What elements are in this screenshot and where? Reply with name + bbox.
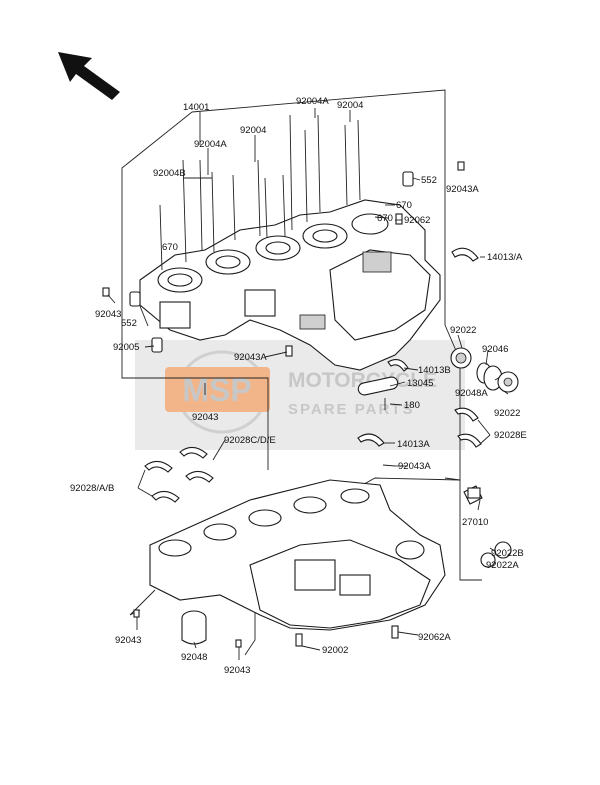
label-552-right: 552 [421,175,437,186]
label-92048: 92048 [181,652,207,663]
label-92022A: 92022A [486,560,519,571]
lower-small-parts [133,464,481,648]
label-14013B: 14013B [418,365,451,376]
label-670-b: 670 [377,213,393,224]
label-92043A-bottom: 92043A [398,461,431,472]
label-92046: 92046 [482,344,508,355]
label-92062A: 92062A [418,632,451,643]
watermark: MSP MOTORCYCLE SPARE PARTS [135,340,465,450]
label-14001: 14001 [183,102,209,113]
label-92005: 92005 [113,342,139,353]
label-92062: 92062 [404,215,430,226]
arrow-up-left-icon [58,52,120,100]
label-92043-mid: 92043 [192,412,218,423]
main-bearing-shells [144,446,214,503]
label-27010: 27010 [462,517,488,528]
label-92002: 92002 [322,645,348,656]
watermark-line2: SPARE PARTS [288,401,414,418]
stud-bolts [159,114,361,271]
label-14013A: 14013A [397,439,430,450]
leader-lines [107,108,509,660]
dowel-pins [102,161,465,357]
label-552-left: 552 [121,318,137,329]
label-92028-A-B: 92028/A/B [70,483,114,494]
label-92004B: 92004B [153,168,186,179]
lower-crankcase [149,479,446,631]
watermark-logo-text: MSP [182,372,251,408]
part-number-labels: 14001 92004A 92004 92004 92004A 92004B 5… [70,96,527,676]
label-92028E: 92028E [494,430,527,441]
label-92043-left: 92043 [95,309,121,320]
label-92048A: 92048A [455,388,488,399]
label-92004A-mid: 92004A [194,139,227,150]
label-92022-right: 92022 [450,325,476,336]
label-180: 180 [404,400,420,411]
label-670-a: 670 [396,200,412,211]
label-92028C-D-E: 92028C/D/E [224,435,276,446]
watermark-line1: MOTORCYCLE [288,369,437,392]
label-92043A-mid: 92043A [234,352,267,363]
label-670-c: 670 [162,242,178,253]
label-92004-mid: 92004 [240,125,266,136]
label-92004-top: 92004 [337,100,363,111]
label-13045: 13045 [407,378,433,389]
label-92022B: 92022B [491,548,524,559]
label-92022-bottom: 92022 [494,408,520,419]
label-92004A-top: 92004A [296,96,329,107]
label-92043A-right: 92043A [446,184,479,195]
upper-crankcase [139,199,441,371]
label-92043-bottom-left: 92043 [115,635,141,646]
label-14013-A: 14013/A [487,252,523,263]
label-92043-bottom: 92043 [224,665,250,676]
